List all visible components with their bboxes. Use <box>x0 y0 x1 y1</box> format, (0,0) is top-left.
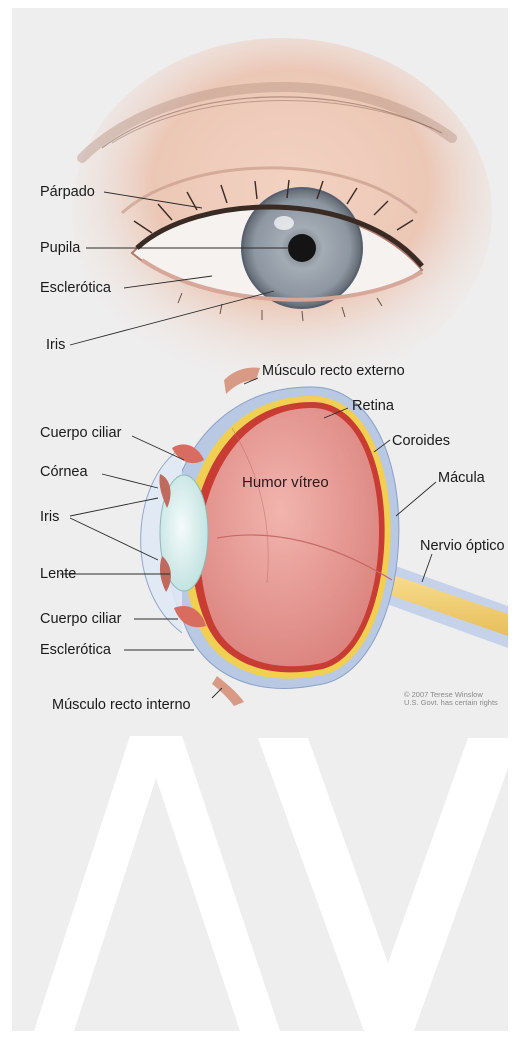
label-retina: Retina <box>352 398 395 414</box>
label-optic-nerve: Nervio óptico <box>420 538 505 554</box>
label-iris-top: Iris <box>46 337 65 353</box>
credit-line-2: U.S. Govt. has certain rights <box>404 698 498 707</box>
label-macula: Mácula <box>438 470 486 486</box>
label-sclera-cross: Esclerótica <box>40 642 112 658</box>
external-eye-drawing <box>72 38 492 388</box>
label-pupil: Pupila <box>40 240 81 256</box>
label-ciliary-body-bottom: Cuerpo ciliar <box>40 611 122 627</box>
label-iris-cross: Iris <box>40 509 59 525</box>
label-vitreous: Humor vítreo <box>242 474 329 491</box>
label-lens: Lente <box>40 566 76 582</box>
label-medial-rectus: Músculo recto interno <box>52 697 191 713</box>
label-choroid: Coroides <box>392 433 450 449</box>
label-lateral-rectus: Músculo recto externo <box>262 363 405 379</box>
label-ciliary-body-top: Cuerpo ciliar <box>40 425 122 441</box>
watermark-logo <box>34 736 508 1031</box>
eye-anatomy-illustration: Párpado Pupila Esclerótica Iris <box>12 8 508 1031</box>
label-sclera-top: Esclerótica <box>40 280 112 296</box>
illustration-panel: Párpado Pupila Esclerótica Iris <box>12 8 508 1031</box>
label-cornea: Córnea <box>40 464 88 480</box>
label-eyelid: Párpado <box>40 184 95 200</box>
